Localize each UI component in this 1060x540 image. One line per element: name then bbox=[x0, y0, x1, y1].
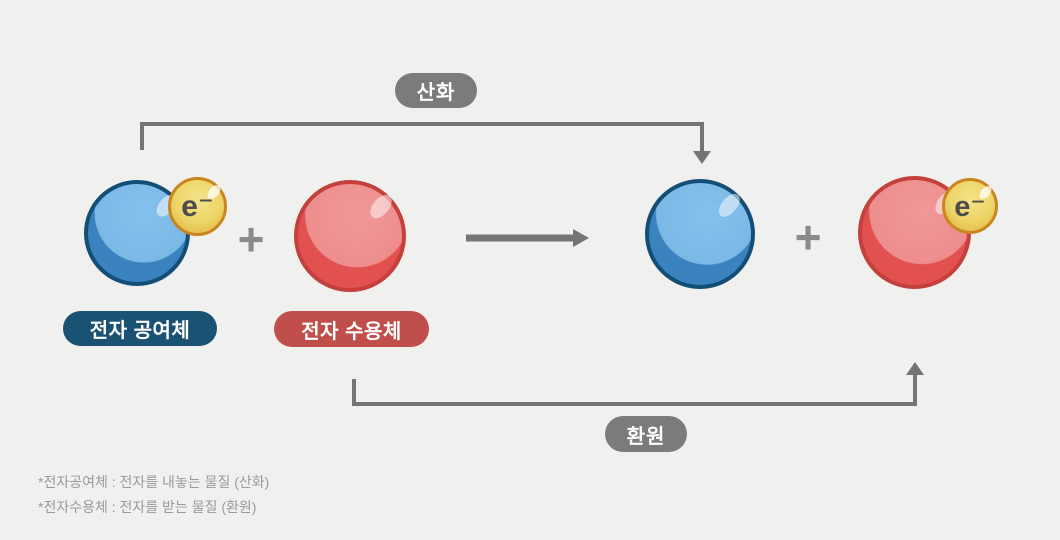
reduction-badge: 환원 bbox=[605, 416, 687, 452]
oxidation-badge: 산화 bbox=[395, 73, 477, 108]
oxidation-arrow bbox=[140, 122, 711, 164]
footnote-donor: *전자공여체 : 전자를 내놓는 물질 (산화) bbox=[38, 474, 270, 490]
footnotes: *전자공여체 : 전자를 내놓는 물질 (산화) *전자수용체 : 전자를 받는… bbox=[38, 470, 269, 520]
donor-label-badge: 전자 공여체 bbox=[63, 311, 217, 346]
electron-icon: e⁻ bbox=[942, 178, 998, 234]
footnote-acceptor: *전자수용체 : 전자를 받는 물질 (환원) bbox=[38, 499, 257, 515]
acceptor-label-badge: 전자 수용체 bbox=[274, 311, 429, 347]
electron-acceptor-sphere bbox=[294, 180, 406, 292]
electron-icon: e⁻ bbox=[168, 177, 227, 236]
reduction-arrow bbox=[352, 362, 924, 406]
forward-arrow bbox=[466, 229, 589, 247]
plus-sign-right: + bbox=[794, 211, 822, 263]
oxidized-donor-sphere bbox=[645, 179, 755, 289]
plus-sign-left: + bbox=[237, 213, 265, 265]
